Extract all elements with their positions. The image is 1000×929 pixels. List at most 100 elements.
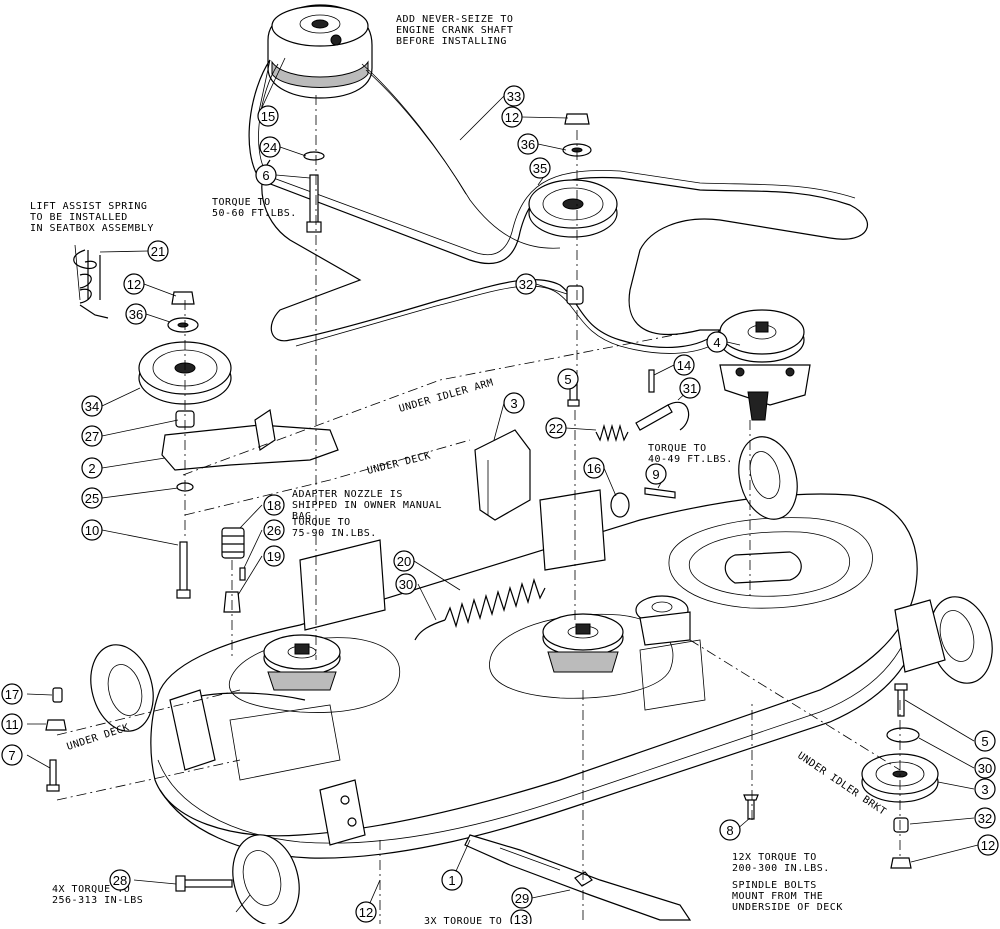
svg-text:12: 12 (127, 277, 141, 292)
callout-1: 1 (441, 869, 463, 891)
svg-text:34: 34 (85, 399, 99, 414)
callout-20: 20 (393, 550, 415, 572)
callout-5-right: 5 (974, 730, 996, 752)
svg-text:36: 36 (129, 307, 143, 322)
svg-text:10: 10 (85, 523, 99, 538)
idler-pulley-35 (528, 113, 618, 305)
note-adapter-2: SHIPPED IN OWNER MANUAL (292, 500, 442, 511)
note-torque-8-1: 12X TORQUE TO (732, 852, 817, 863)
callout-15: 15 (257, 105, 279, 127)
callout-16: 16 (583, 457, 605, 479)
note-adapter-1: ADAPTER NOZZLE IS (292, 489, 403, 500)
callout-3-right: 3 (974, 778, 996, 800)
deck-spring-20 (414, 577, 546, 641)
bracket-3 (474, 369, 690, 521)
callout-6: 6 (255, 164, 277, 186)
mower-deck (150, 489, 919, 859)
svg-text:1: 1 (448, 873, 455, 888)
callout-17: 17 (1, 683, 23, 705)
callout-32-right: 32 (974, 807, 996, 829)
note-lift-spring-1: LIFT ASSIST SPRING (30, 201, 147, 212)
svg-text:26: 26 (267, 523, 281, 538)
callout-24: 24 (259, 136, 281, 158)
svg-text:30: 30 (978, 761, 992, 776)
note-torque-8-2: 200-300 IN.LBS. (732, 863, 830, 874)
callout-34: 34 (81, 395, 103, 417)
callout-12-bottom: 12 (355, 901, 377, 923)
svg-text:16: 16 (587, 461, 601, 476)
callout-bubbles: 15 33 12 36 24 35 6 21 12 36 32 4 14 34 … (1, 85, 999, 929)
svg-text:30: 30 (399, 577, 413, 592)
note-never-seize-2: ENGINE CRANK SHAFT (396, 25, 513, 36)
svg-text:12: 12 (981, 838, 995, 853)
svg-text:13: 13 (514, 912, 528, 924)
svg-text:18: 18 (267, 498, 281, 513)
svg-text:25: 25 (85, 491, 99, 506)
svg-text:2: 2 (88, 461, 95, 476)
callout-8: 8 (719, 819, 741, 841)
svg-text:15: 15 (261, 109, 275, 124)
svg-text:33: 33 (507, 89, 521, 104)
note-spindle-bolts-2: MOUNT FROM THE (732, 891, 823, 902)
callout-36-left: 36 (125, 303, 147, 325)
callout-30-right: 30 (974, 757, 996, 779)
callout-33: 33 (503, 85, 525, 107)
svg-text:19: 19 (267, 549, 281, 564)
callout-32-top: 32 (515, 273, 537, 295)
svg-text:12: 12 (505, 110, 519, 125)
svg-text:4: 4 (713, 335, 720, 350)
svg-text:32: 32 (519, 277, 533, 292)
reference-lines (56, 95, 901, 924)
svg-text:12: 12 (359, 905, 373, 920)
svg-text:29: 29 (515, 891, 529, 906)
callout-12-left: 12 (123, 273, 145, 295)
grease-fitting (221, 527, 246, 613)
spindle-assembly (719, 309, 811, 421)
svg-text:36: 36 (521, 137, 535, 152)
bolt-6 (303, 151, 325, 233)
note-torque-4-1: TORQUE TO (648, 443, 707, 454)
callout-3-center: 3 (503, 392, 525, 414)
svg-text:32: 32 (978, 811, 992, 826)
callout-28: 28 (109, 869, 131, 891)
callout-5-center: 5 (557, 368, 579, 390)
callout-25: 25 (81, 487, 103, 509)
deck-wheels (90, 436, 993, 926)
svg-text:28: 28 (113, 873, 127, 888)
note-under-deck-left: UNDER DECK (66, 722, 131, 753)
callout-36-top: 36 (517, 133, 539, 155)
callout-30-center: 30 (395, 573, 417, 595)
svg-text:11: 11 (5, 717, 19, 732)
note-torque-26-2: 75-90 IN.LBS. (292, 528, 377, 539)
note-torque-6-1: TORQUE TO (212, 197, 271, 208)
note-torque-4-2: 40-49 FT.LBS. (648, 454, 733, 465)
callout-11: 11 (1, 713, 23, 735)
svg-text:14: 14 (677, 358, 691, 373)
note-adapter-3: BAG (292, 511, 312, 522)
callout-2: 2 (81, 457, 103, 479)
blade-29 (464, 834, 692, 921)
note-under-deck-top: UNDER DECK (366, 450, 432, 476)
note-spindle-bolts-3: UNDERSIDE OF DECK (732, 902, 843, 913)
note-torque-28-2: 256-313 IN-LBS (52, 895, 143, 906)
svg-text:9: 9 (652, 467, 659, 482)
left-hardware (45, 687, 759, 892)
note-never-seize-1: ADD NEVER-SEIZE TO (396, 14, 513, 25)
note-lift-spring-2: TO BE INSTALLED (30, 212, 128, 223)
svg-text:31: 31 (683, 381, 697, 396)
callout-10: 10 (81, 519, 103, 541)
svg-text:5: 5 (981, 734, 988, 749)
callout-14: 14 (673, 354, 695, 376)
callout-27: 27 (81, 425, 103, 447)
callout-12-right: 12 (977, 834, 999, 856)
callout-21: 21 (147, 240, 169, 262)
svg-text:24: 24 (263, 140, 277, 155)
svg-text:20: 20 (397, 554, 411, 569)
svg-text:5: 5 (564, 372, 571, 387)
callout-7: 7 (1, 744, 23, 766)
callout-29: 29 (511, 887, 533, 909)
svg-text:3: 3 (510, 396, 517, 411)
svg-text:22: 22 (549, 421, 563, 436)
idler-arm (161, 408, 339, 599)
